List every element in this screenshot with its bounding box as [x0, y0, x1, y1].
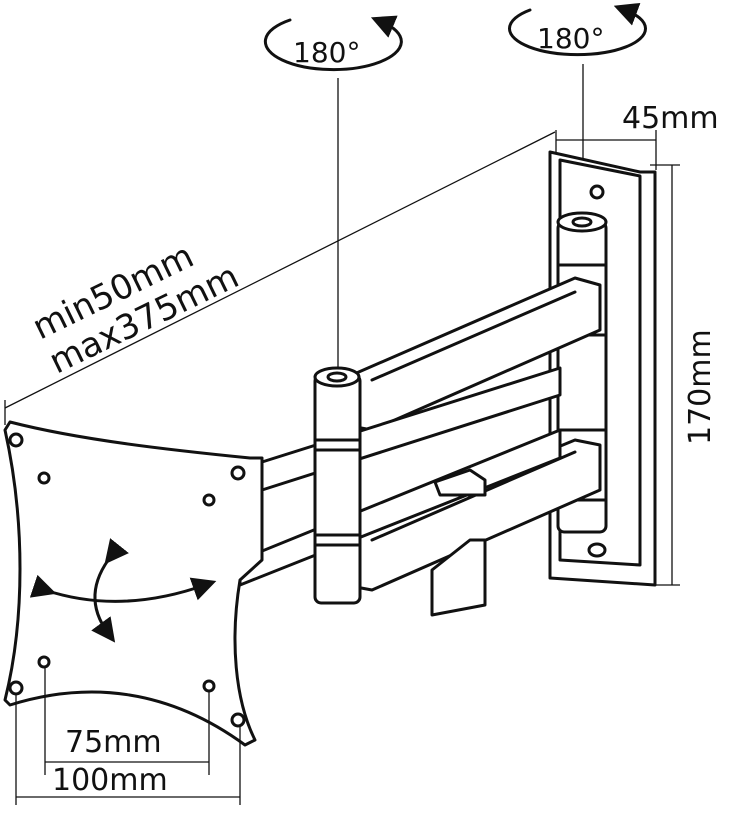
screw-hole — [202, 493, 216, 507]
swivel-arrow-icon — [91, 538, 129, 643]
screw-hole — [37, 471, 51, 485]
screw-hole — [587, 542, 607, 558]
cable-clip — [433, 468, 487, 497]
screw-hole — [589, 184, 605, 200]
arm-hinge — [313, 366, 362, 605]
screw-hole — [8, 432, 24, 448]
cable-holder — [430, 538, 487, 617]
screw-hole — [37, 655, 51, 669]
rotation-arrow-icon — [508, 2, 647, 57]
height-label: 170mm — [683, 329, 718, 445]
depth-label: 45mm — [622, 101, 719, 136]
rotation-arrow-icon — [263, 15, 403, 72]
extension-dimension-line — [4, 131, 556, 409]
upper-arm-edge — [370, 290, 577, 382]
screw-hole — [202, 679, 216, 693]
screw-hole — [230, 465, 246, 481]
arm-rotation-indicator: 180° — [263, 15, 403, 72]
screw-hole — [230, 712, 246, 728]
vesa-100-label: 100mm — [52, 763, 168, 798]
wall-rotation-label: 180° — [537, 22, 604, 55]
vesa-plate — [3, 420, 264, 747]
arm-rotation-label: 180° — [293, 36, 360, 69]
wall-rotation-indicator: 180° — [508, 2, 647, 57]
vesa-75-label: 75mm — [65, 725, 162, 760]
